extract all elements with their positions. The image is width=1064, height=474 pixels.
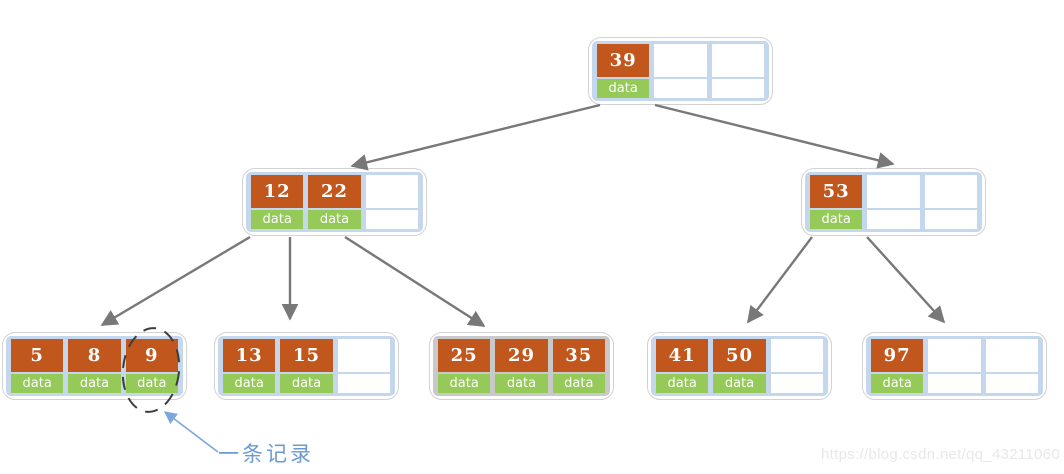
key-cell: 35 [552, 339, 605, 372]
key-cell: 15 [280, 339, 333, 372]
record-slot: 35 data [552, 339, 605, 393]
record-slot: 50 data [713, 339, 766, 393]
node-strip: 53 data [805, 172, 982, 232]
data-cell: data [810, 210, 863, 229]
data-cell: data [280, 374, 333, 393]
data-cell: data [68, 374, 121, 393]
node-strip: 97 data [866, 336, 1043, 396]
key-cell: 13 [223, 339, 276, 372]
key-cell: 25 [438, 339, 491, 372]
empty-slot [867, 175, 920, 229]
empty-key-cell [924, 175, 977, 208]
key-cell: 22 [308, 175, 361, 208]
empty-key-cell [867, 175, 920, 208]
tree-node-leaf1: 5 data 8 data 9 data [2, 332, 187, 400]
data-cell: data [495, 374, 548, 393]
empty-slot [924, 175, 977, 229]
data-cell: data [438, 374, 491, 393]
data-cell: data [713, 374, 766, 393]
empty-key-cell [654, 44, 707, 77]
empty-key-cell [711, 44, 764, 77]
record-slot: 13 data [223, 339, 276, 393]
annotation-label: 一条记录 [218, 442, 314, 466]
empty-slot [654, 44, 707, 98]
key-cell: 39 [597, 44, 650, 77]
empty-key-cell [365, 175, 418, 208]
empty-slot [337, 339, 390, 393]
empty-data-cell [924, 210, 977, 229]
record-slot: 22 data [308, 175, 361, 229]
tree-node-root: 39 data [588, 37, 773, 105]
key-cell: 12 [251, 175, 304, 208]
empty-data-cell [770, 374, 823, 393]
empty-data-cell [985, 374, 1038, 393]
tree-node-l2-left: 12 data 22 data [242, 168, 427, 236]
key-cell: 29 [495, 339, 548, 372]
empty-key-cell [770, 339, 823, 372]
node-strip: 39 data [592, 41, 769, 101]
data-cell: data [11, 374, 64, 393]
data-cell: data [308, 210, 361, 229]
empty-slot [365, 175, 418, 229]
record-slot: 25 data [438, 339, 491, 393]
tree-node-l2-right: 53 data [801, 168, 986, 236]
record-slot: 39 data [597, 44, 650, 98]
tree-edge-l2right-leaf4 [746, 236, 813, 324]
watermark: https://blog.csdn.net/qq_43211060 [821, 446, 1060, 463]
data-cell: data [223, 374, 276, 393]
tree-edge-l2right-leaf5 [866, 236, 946, 324]
node-strip: 25 data 29 data 35 data [433, 336, 610, 396]
empty-data-cell [867, 210, 920, 229]
tree-edge-l2left-leaf3 [344, 235, 486, 328]
key-cell: 50 [713, 339, 766, 372]
record-slot: 12 data [251, 175, 304, 229]
record-slot: 97 data [871, 339, 924, 393]
empty-slot [928, 339, 981, 393]
empty-data-cell [928, 374, 981, 393]
empty-key-cell [928, 339, 981, 372]
key-cell: 41 [656, 339, 709, 372]
key-cell: 9 [125, 339, 178, 372]
tree-node-leaf3: 25 data 29 data 35 data [429, 332, 614, 400]
data-cell: data [597, 79, 650, 98]
tree-edge-root-l2right [654, 103, 895, 169]
tree-node-leaf5: 97 data [862, 332, 1047, 400]
node-strip: 13 data 15 data [218, 336, 395, 396]
tree-node-leaf2: 13 data 15 data [214, 332, 399, 400]
node-strip: 41 data 50 data [651, 336, 828, 396]
record-slot: 41 data [656, 339, 709, 393]
key-cell: 97 [871, 339, 924, 372]
empty-data-cell [711, 79, 764, 98]
record-slot: 8 data [68, 339, 121, 393]
record-slot: 29 data [495, 339, 548, 393]
data-cell: data [125, 374, 178, 393]
key-cell: 53 [810, 175, 863, 208]
data-cell: data [871, 374, 924, 393]
tree-edge-root-l2left [350, 103, 601, 171]
empty-data-cell [365, 210, 418, 229]
data-cell: data [251, 210, 304, 229]
empty-slot [770, 339, 823, 393]
empty-data-cell [337, 374, 390, 393]
data-cell: data [552, 374, 605, 393]
data-cell: data [656, 374, 709, 393]
record-slot: 53 data [810, 175, 863, 229]
record-slot: 15 data [280, 339, 333, 393]
empty-key-cell [985, 339, 1038, 372]
node-strip: 5 data 8 data 9 data [6, 336, 183, 396]
annotation-arrow [163, 411, 219, 453]
record-slot-highlighted: 9 data [125, 339, 178, 393]
node-strip: 12 data 22 data [246, 172, 423, 232]
tree-node-leaf4: 41 data 50 data [647, 332, 832, 400]
tree-edge-l2left-leaf1 [100, 235, 251, 327]
empty-slot [985, 339, 1038, 393]
key-cell: 8 [68, 339, 121, 372]
empty-key-cell [337, 339, 390, 372]
record-slot: 5 data [11, 339, 64, 393]
key-cell: 5 [11, 339, 64, 372]
empty-slot [711, 44, 764, 98]
empty-data-cell [654, 79, 707, 98]
